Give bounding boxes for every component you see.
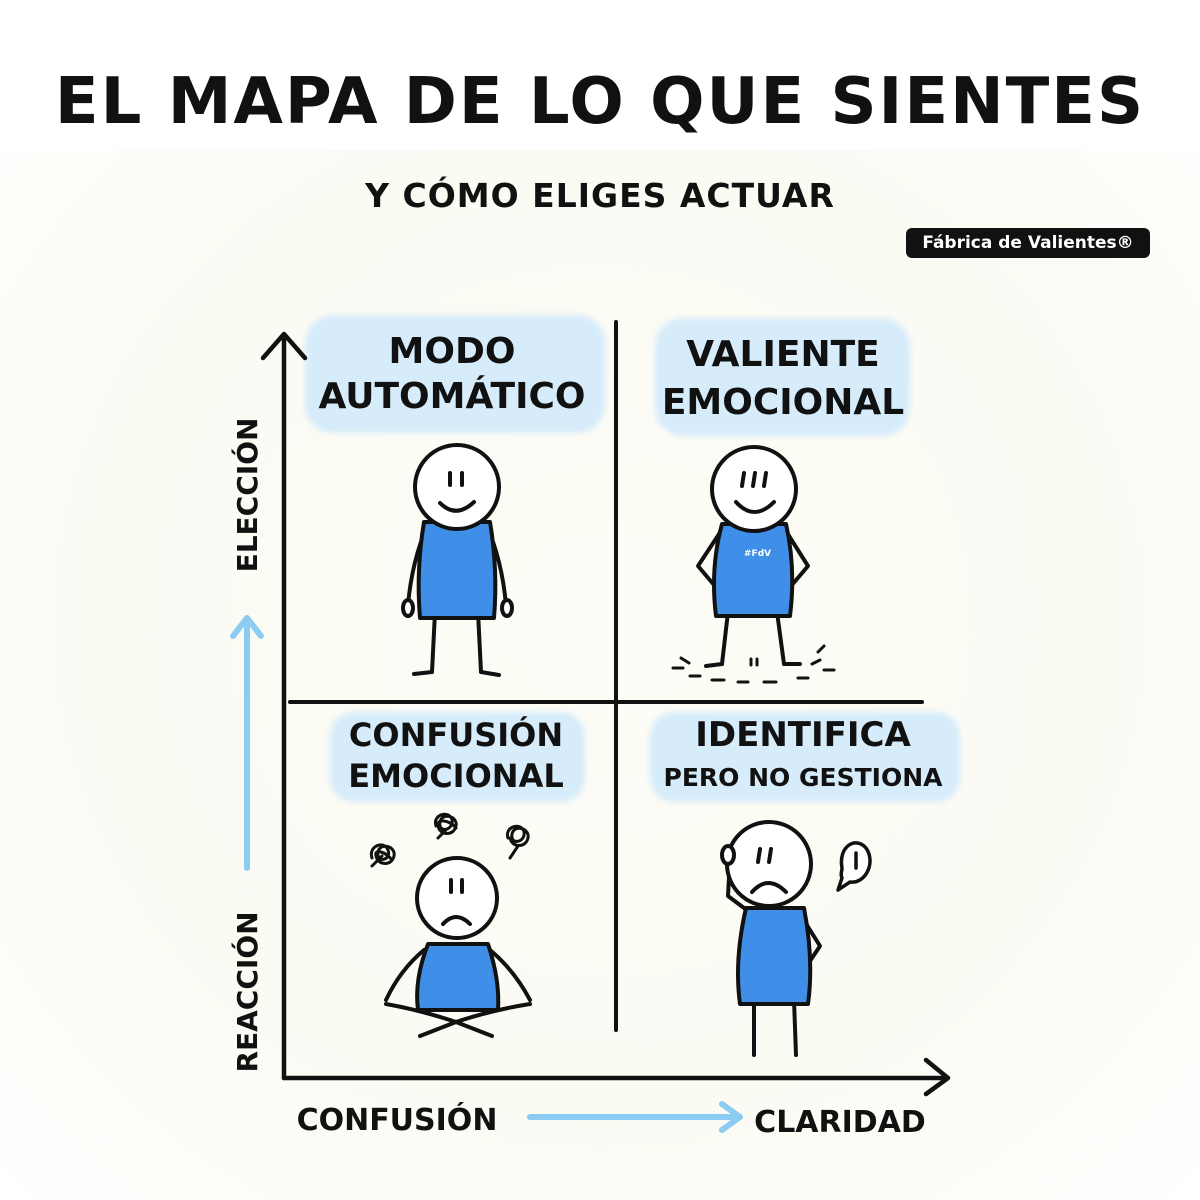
highlight-top-right bbox=[655, 318, 910, 436]
y-axis bbox=[260, 331, 308, 1081]
label-top-right-line1: VALIENTE bbox=[686, 334, 879, 375]
highlight-bottom-right bbox=[650, 712, 960, 802]
confusion-scribbles bbox=[369, 812, 530, 868]
label-bottom-right-line1: IDENTIFICA bbox=[695, 715, 911, 755]
vertical-accent-arrow bbox=[230, 615, 264, 871]
speech-bubble-icon bbox=[836, 841, 872, 892]
label-bottom-right-line2: PERO NO GESTIONA bbox=[664, 763, 944, 792]
x-axis-arrowhead bbox=[923, 1057, 951, 1097]
y-axis-label-bottom: REACCIÓN bbox=[230, 911, 264, 1072]
label-bottom-left-line2: EMOCIONAL bbox=[348, 757, 563, 795]
horizontal-accent-arrow bbox=[527, 1101, 743, 1133]
figure-identifies bbox=[720, 820, 872, 1057]
label-bottom-left-line1: CONFUSIÓN bbox=[349, 715, 563, 754]
y-axis-arrowhead bbox=[260, 331, 308, 361]
stomp-marks bbox=[671, 644, 836, 684]
figure-confused bbox=[369, 812, 532, 1038]
label-top-right-line2: EMOCIONAL bbox=[662, 382, 904, 423]
label-top-left-line2: AUTOMÁTICO bbox=[318, 375, 585, 417]
highlight-top-left bbox=[305, 315, 605, 433]
y-axis-label-top: ELECCIÓN bbox=[230, 418, 264, 573]
x-axis bbox=[281, 1057, 951, 1097]
page-subtitle: Y CÓMO ELIGES ACTUAR bbox=[365, 176, 835, 215]
page-title: EL MAPA DE LO QUE SIENTES bbox=[54, 65, 1146, 139]
figure-automatic bbox=[401, 443, 514, 677]
background bbox=[0, 150, 1200, 1200]
shirt-logo: #FdV bbox=[744, 549, 771, 559]
label-top-left-line1: MODO bbox=[389, 331, 516, 372]
figure-brave: #FdV bbox=[671, 445, 836, 684]
label-highlights bbox=[305, 315, 960, 802]
x-axis-label-left: CONFUSIÓN bbox=[297, 1101, 498, 1138]
highlight-bottom-left bbox=[330, 712, 585, 802]
brand-badge: Fábrica de Valientes® bbox=[906, 228, 1150, 258]
x-axis-label-right: CLARIDAD bbox=[754, 1105, 926, 1140]
